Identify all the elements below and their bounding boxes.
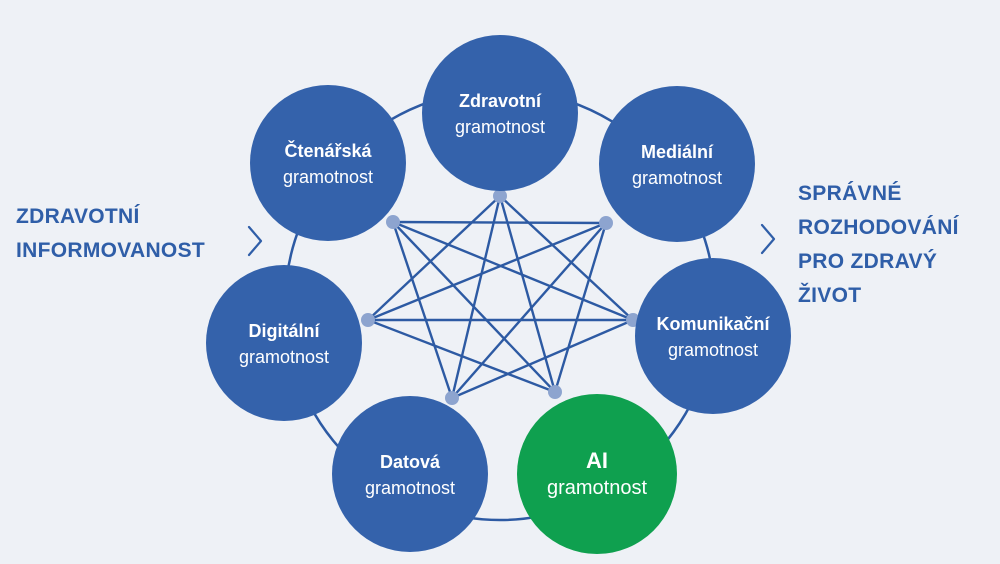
left-label-line-1: ZDRAVOTNÍ [16, 205, 140, 228]
node-subtitle-zdravotni: gramotnost [455, 117, 545, 137]
node-title-komunikacni: Komunikační [656, 314, 770, 334]
left-label: ZDRAVOTNÍ INFORMOVANOST [16, 200, 205, 268]
node-subtitle-ai: gramotnost [547, 477, 647, 499]
node-title-datova: Datová [380, 452, 441, 472]
connection-line-medialni-ctenarska [392, 220, 607, 225]
connection-line-komunikacni-datova [451, 318, 634, 400]
right-label-line-2: ROZHODOVÁNÍ [798, 216, 959, 239]
node-subtitle-medialni: gramotnost [632, 168, 722, 188]
connection-line-zdravotni-ai [498, 195, 557, 393]
node-circle-komunikacni [635, 258, 791, 414]
connection-lines [367, 195, 634, 400]
connection-line-datova-ctenarska [391, 221, 454, 399]
connection-line-zdravotni-digitalni [367, 195, 501, 321]
right-label-line-4: ŽIVOT [798, 284, 862, 307]
node-datova: Datová gramotnost [332, 396, 488, 552]
right-label-line-3: PRO ZDRAVÝ [798, 250, 938, 273]
connection-line-komunikacni-ctenarska [392, 220, 634, 322]
node-title-ctenarska: Čtenářská [284, 140, 372, 161]
right-label: SPRÁVNÉ ROZHODOVÁNÍ PRO ZDRAVÝ ŽIVOT [798, 177, 959, 313]
literacy-nodes: ZdravotnígramotnostMediálnígramotnostKom… [206, 35, 791, 554]
left-label-line-2: INFORMOVANOST [16, 239, 206, 262]
node-subtitle-ctenarska: gramotnost [283, 167, 373, 187]
node-title-ai: AI [586, 448, 608, 473]
connection-line-medialni-ai [553, 222, 608, 393]
joint-dot-ctenarska [386, 215, 400, 229]
node-subtitle-datova: gramotnost [365, 478, 455, 498]
node-medialni: Mediální gramotnost [599, 86, 755, 242]
connection-line-zdravotni-komunikacni [499, 195, 634, 321]
node-title-medialni: Mediální [641, 142, 714, 162]
node-komunikacni: Komunikační gramotnost [635, 258, 791, 414]
connection-line-ai-ctenarska [392, 221, 556, 393]
node-circle-medialni [599, 86, 755, 242]
right-label-line-1: SPRÁVNÉ [798, 182, 902, 205]
chevron-right-icon [760, 223, 776, 255]
node-subtitle-komunikacni: gramotnost [668, 340, 758, 360]
node-circle-datova [332, 396, 488, 552]
node-subtitle-digitalni: gramotnost [239, 347, 329, 367]
joint-dot-datova [445, 391, 459, 405]
node-title-zdravotni: Zdravotní [459, 91, 542, 111]
node-title-digitalni: Digitální [249, 321, 321, 341]
joint-dot-medialni [599, 216, 613, 230]
node-ctenarska: Čtenářská gramotnost [250, 85, 406, 241]
connection-line-zdravotni-datova [450, 195, 502, 399]
joint-dot-digitalni [361, 313, 375, 327]
joint-dot-ai [548, 385, 562, 399]
node-digitalni: Digitální gramotnost [206, 265, 362, 421]
connection-line-ai-digitalni [367, 318, 556, 394]
joint-dot-zdravotni [493, 189, 507, 203]
node-circle-ai [517, 394, 677, 554]
chevron-right-icon [247, 225, 263, 257]
node-circle-ctenarska [250, 85, 406, 241]
connection-line-medialni-digitalni [367, 221, 607, 322]
node-ai: AI gramotnost [517, 394, 677, 554]
node-zdravotni: Zdravotní gramotnost [422, 35, 578, 191]
node-circle-zdravotni [422, 35, 578, 191]
node-circle-digitalni [206, 265, 362, 421]
connection-line-medialni-datova [451, 222, 607, 399]
